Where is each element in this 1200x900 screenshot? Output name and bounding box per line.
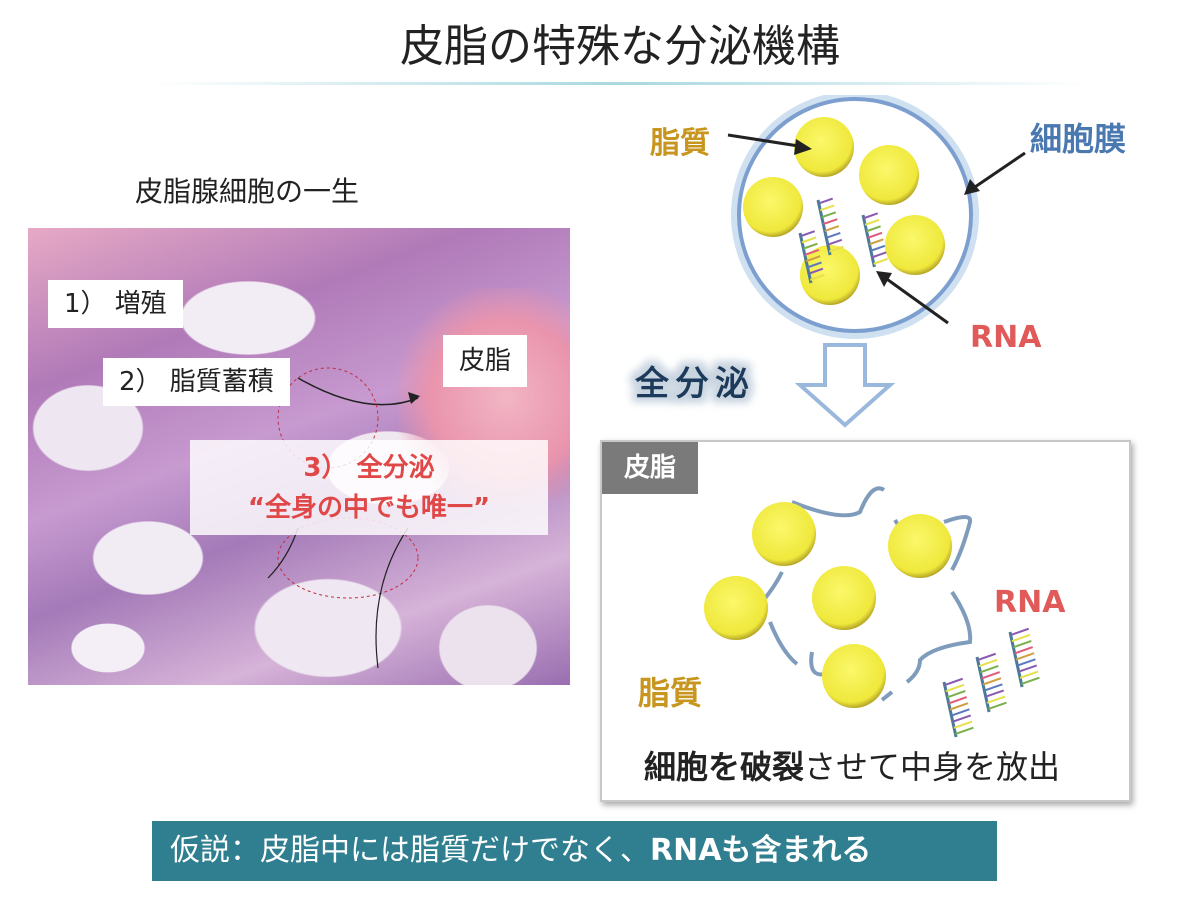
lipid-droplet <box>859 145 919 205</box>
arrow-head-icon <box>964 179 980 195</box>
dashed-outline <box>277 517 419 599</box>
page-title: 皮脂の特殊な分泌機構 <box>400 21 840 72</box>
lipid-droplet <box>794 117 854 177</box>
hypothesis-emphasis: RNAも含まれる <box>650 833 872 868</box>
hypothesis-banner: 仮説：皮脂中には脂質だけでなく、RNAも含まれる <box>152 821 997 881</box>
caption-bold: 細胞を破裂 <box>644 748 805 786</box>
arrow-line <box>971 151 1026 191</box>
process-label: 全分泌 <box>634 364 755 404</box>
lipid-droplet <box>800 245 860 305</box>
lipid-droplet <box>752 502 816 566</box>
histology-image: 1） 増殖 2） 脂質蓄積 皮脂 3） 全分泌 “全身の中でも唯一” <box>28 228 570 685</box>
ruptured-cell-diagram: RNA 脂質 <box>638 486 1066 738</box>
step1-label: 1） 増殖 <box>48 280 183 328</box>
rna-strand <box>975 652 1007 713</box>
step2-label: 2） 脂質蓄積 <box>103 358 290 406</box>
lipid-droplets <box>743 117 945 305</box>
lipid-droplet <box>885 215 945 275</box>
lipid-droplet <box>888 514 952 578</box>
caption-rest: させて中身を放出 <box>804 748 1061 786</box>
rna-strand <box>798 230 825 284</box>
lipid-label: 脂質 <box>638 674 702 712</box>
rna-strand <box>1008 627 1040 688</box>
arrow-head-icon <box>876 271 892 287</box>
arrow-head-icon <box>408 392 420 404</box>
membrane-label: 細胞膜 <box>1030 120 1126 158</box>
sebum-tag: 皮脂 <box>602 442 698 494</box>
sebum-label: 皮脂 <box>443 335 528 387</box>
lipid-droplet <box>812 566 876 630</box>
sebum-panel: 皮脂 RNA 脂質 細胞を破裂させて中身を放出 <box>600 440 1131 802</box>
title-divider <box>150 82 1090 85</box>
cell-diagram: 脂質 細胞膜 RNA 全分泌 <box>634 95 1126 428</box>
rna-strand <box>942 677 974 738</box>
lipid-droplet <box>743 177 803 237</box>
rna-strand <box>861 212 889 268</box>
arrow-line <box>883 275 949 325</box>
rna-label: RNA <box>994 585 1066 620</box>
lipid-droplet <box>822 644 886 708</box>
lifecycle-heading: 皮脂腺細胞の一生 <box>135 175 360 208</box>
arrow-head-icon <box>794 139 812 155</box>
arrow-line <box>727 133 806 149</box>
lipid-label: 脂質 <box>650 126 710 161</box>
rna-strands <box>798 197 889 284</box>
step3-subtitle: “全身の中でも唯一” <box>247 493 491 523</box>
down-arrow-icon <box>794 343 896 428</box>
step3-label: 3） 全分泌 “全身の中でも唯一” <box>190 440 548 535</box>
arrow-line <box>297 377 419 406</box>
pointer-line <box>267 527 299 579</box>
rna-strand <box>816 197 844 256</box>
rna-strands <box>942 627 1040 738</box>
sebum-caption: 細胞を破裂させて中身を放出 <box>644 742 1060 788</box>
lipid-droplet <box>704 576 768 640</box>
hypothesis-text: 仮説：皮脂中には脂質だけでなく、 <box>170 833 650 868</box>
rna-label: RNA <box>970 320 1042 355</box>
step3-title: 3） 全分泌 <box>303 453 435 483</box>
pointer-line <box>375 527 409 669</box>
